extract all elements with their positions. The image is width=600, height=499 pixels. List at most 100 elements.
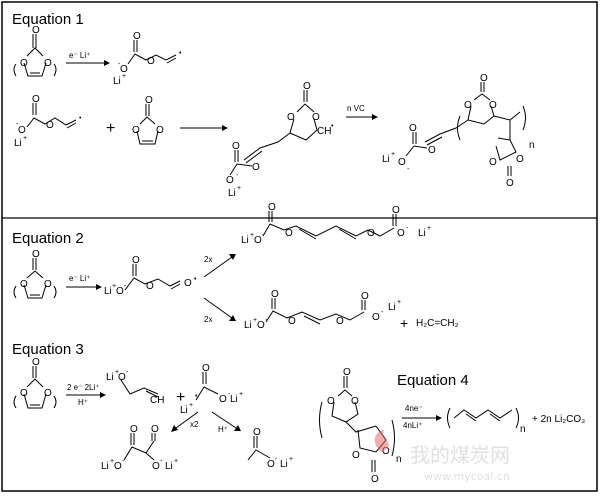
int-ring-O-right: O xyxy=(312,112,320,123)
eq1-arrow-1-head xyxy=(104,60,110,66)
eq2-radical-intermediate xyxy=(124,264,181,291)
rad1-Li-charge: + xyxy=(122,73,126,80)
eq3-arrow-1-head xyxy=(100,392,106,398)
radical-anion-product xyxy=(127,40,177,65)
eq3-vinyloxide xyxy=(120,379,159,398)
equation-4-label: Equation 4 xyxy=(397,372,469,389)
eq2-step1-condition: e⁻ Li⁺ xyxy=(69,274,90,283)
rad2-charge: - xyxy=(16,121,19,128)
eq2-vc-reactant xyxy=(13,258,57,299)
eq2-ethylene-dicarbonate xyxy=(265,298,366,325)
fm-Li: Li xyxy=(280,459,288,470)
poly-ring2-O2: O xyxy=(516,154,524,165)
equation-2-label: Equation 2 xyxy=(12,230,84,247)
bd-Li-right: Li xyxy=(418,228,426,239)
fm-Li-charge: + xyxy=(289,456,293,463)
flame-logo-icon xyxy=(374,430,389,452)
int-Li: Li xyxy=(228,188,236,199)
ox-O1: O xyxy=(130,424,138,435)
eq3-formate-Li: Li xyxy=(230,394,238,405)
int-ring-O-left: O xyxy=(287,112,295,123)
bd-Li-left-charge: + xyxy=(250,232,254,239)
eq2-arrow-1-head xyxy=(96,284,102,290)
eq3-formate-carbonyl-O: O xyxy=(202,363,210,374)
eq2-2x-lower: 2x xyxy=(204,315,212,324)
rad1-Li: Li xyxy=(113,76,121,87)
watermark-url-text: www.mycoal.cn xyxy=(424,470,510,483)
eq3-step1-condition-a: 2 e⁻ 2Li⁺ xyxy=(67,383,99,392)
ox-O-minus-right: O xyxy=(152,461,160,472)
eq4-condition-a: 4ne⁻ xyxy=(405,404,423,413)
eq2-rad-O-minus: O xyxy=(116,286,124,297)
eq4-carbonyl-O-top: O xyxy=(343,367,351,378)
eq4-n-product: n xyxy=(520,424,526,435)
eq3-CH2: CH xyxy=(150,395,164,406)
ox-O2: O xyxy=(151,424,159,435)
poly-Li: Li xyxy=(382,154,390,165)
poly-ring2-carbonyl-O: O xyxy=(506,178,514,189)
bd-charge-right: - xyxy=(406,225,409,232)
bd-ester-O-left: O xyxy=(285,228,293,239)
eq3-O-vinyl: O xyxy=(118,372,126,383)
eq3-formate-radical xyxy=(195,372,219,401)
eq3-Li-vinyl: Li xyxy=(106,372,114,383)
bd-O-minus-left: O xyxy=(254,235,262,246)
rad1-O-minus: O xyxy=(120,64,128,75)
ed-charge-right: - xyxy=(381,309,384,316)
poly-n-subscript: n xyxy=(529,140,535,151)
poly-carbonyl-O: O xyxy=(480,73,488,84)
bd-charge-left: - xyxy=(262,232,265,239)
eq2-rad-ester-O: O xyxy=(146,281,154,292)
eq3-Li-extra: Li xyxy=(180,405,188,416)
int-O-minus: O xyxy=(226,175,234,186)
ox-Li-right: Li xyxy=(165,461,173,472)
eq3-vc-carbonyl-O: O xyxy=(32,357,40,368)
int-ester-O: O xyxy=(252,162,260,173)
eq4-O-right-bottom: O xyxy=(382,446,390,457)
eq2-vc-O-right: O xyxy=(44,279,52,290)
poly-top-O: O xyxy=(409,123,417,134)
vc1-ring-O-left: O xyxy=(20,58,28,69)
vinylene-carbonate-molecule xyxy=(13,34,57,77)
rad2-radical-dot: • xyxy=(79,115,82,122)
eq3-x2-label: x2 xyxy=(190,420,199,429)
poly-ring2-O: O xyxy=(489,157,497,168)
ed-ester-O-left: O xyxy=(288,316,296,327)
eq4-O-left-bottom: O xyxy=(352,450,360,461)
ox-O-minus-left: O xyxy=(114,461,122,472)
eq2-vc-carbonyl-O: O xyxy=(32,249,40,260)
ox-charge-left: - xyxy=(122,458,125,465)
eq2-rad-charge: - xyxy=(124,283,127,290)
int-CH-radical: CH xyxy=(317,126,331,137)
eq4-O-right-top: O xyxy=(351,396,359,407)
eq3-plus: + xyxy=(176,389,185,406)
bd-carbonyl-O-right: O xyxy=(392,205,400,216)
eq4-condition-b: 4nLi⁺ xyxy=(403,421,422,430)
eq3-arrow-H-head xyxy=(234,425,241,431)
eq4-O-left-top: O xyxy=(327,396,335,407)
eq1-arrow-2-head xyxy=(222,125,228,131)
equation-3-label: Equation 3 xyxy=(12,341,84,358)
eq4-arrow-head xyxy=(436,415,442,421)
ed-O-minus-right: O xyxy=(372,312,380,323)
eq2-rad-carbonyl-O: O xyxy=(132,255,140,266)
eq2-rad-Li-charge: + xyxy=(112,283,116,290)
eq2-butadiene-dicarbonate xyxy=(262,211,397,240)
poly-charge: - xyxy=(407,166,410,173)
vc2-carbonyl-O: O xyxy=(145,95,153,106)
eq3-H-label: H⁺ xyxy=(218,425,228,434)
eq1-step1-condition: e⁻ Li⁺ xyxy=(69,51,90,60)
vc1-carbonyl-O: O xyxy=(32,25,40,36)
bd-O-minus-right: O xyxy=(397,228,405,239)
int-Li-charge: + xyxy=(237,185,241,192)
eq3-formate-Li-charge: + xyxy=(239,391,243,398)
eq4-n-reactant: n xyxy=(396,454,402,465)
ed-carbonyl-O-left: O xyxy=(271,289,279,300)
eq2-rad-terminal: O xyxy=(184,278,192,289)
fm-charge: - xyxy=(275,456,278,463)
ed-ester-O-right: O xyxy=(336,316,344,327)
eq2-rad-dot: • xyxy=(194,276,197,283)
eq3-vc-O-right: O xyxy=(44,388,52,399)
eq3-arrow-H xyxy=(211,411,237,429)
poly-ring-O-left: O xyxy=(464,100,472,111)
